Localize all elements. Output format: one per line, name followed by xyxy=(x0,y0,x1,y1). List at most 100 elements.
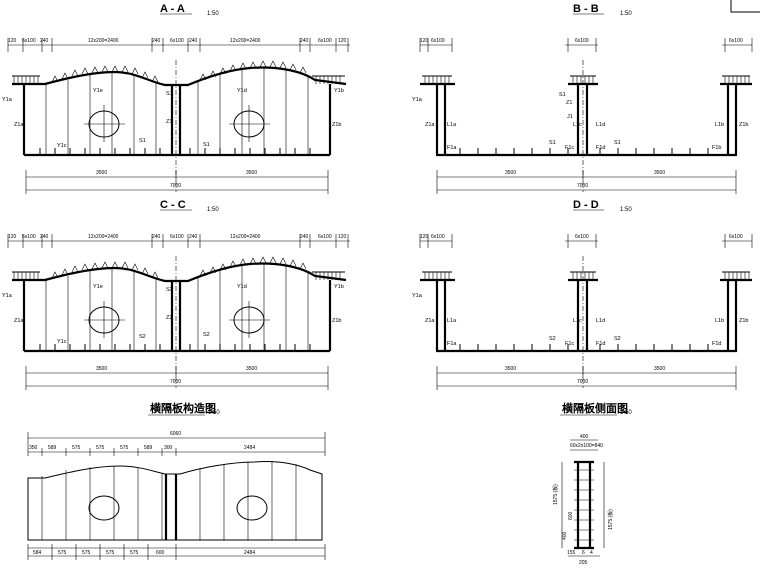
member-label: S2 xyxy=(549,336,556,342)
member-label: F1d xyxy=(596,145,605,151)
dim-text: 120 xyxy=(420,234,429,240)
member-label: S2 xyxy=(203,332,210,338)
dim-text: 589 xyxy=(48,445,57,451)
dim-text: 12x200=2400 xyxy=(88,38,119,44)
member-label: Y1d xyxy=(237,284,247,290)
member-label: L1d xyxy=(596,122,605,128)
dim-text: 6x100 xyxy=(170,38,184,44)
dim-text: 60x2x100=840 xyxy=(570,443,603,449)
member-label: Y1b xyxy=(334,284,344,290)
dim-text: 3500 xyxy=(505,170,516,176)
dim-text: 6x100 xyxy=(729,234,743,240)
dim-text: 12x200=2400 xyxy=(88,234,119,240)
dim-text: 584 xyxy=(33,550,42,556)
section-a-a: A - A 1:50 120 6x100 240 12x200=2400 240… xyxy=(2,3,350,194)
dim-text: 1575 (板) xyxy=(607,509,614,530)
dim-text: 120 xyxy=(8,38,17,44)
dim-text: 600 xyxy=(568,511,574,520)
scale-label: 1:50 xyxy=(207,207,219,213)
dim-text: 600 xyxy=(156,550,165,556)
member-label: S1 xyxy=(549,140,556,146)
dim-text: 3500 xyxy=(505,366,516,372)
dim-text: 240 xyxy=(40,234,49,240)
dim-text: 2484 xyxy=(244,445,255,451)
member-label: Y1b xyxy=(334,88,344,94)
dim-text: 155 xyxy=(567,550,576,556)
dim-text: 6x100 xyxy=(170,234,184,240)
dim-text: 6 xyxy=(582,550,585,556)
dim-text: 6x100 xyxy=(318,234,332,240)
dim-text: 300 xyxy=(164,445,173,451)
member-label: L1a xyxy=(447,122,457,128)
scale-label: 1:50 xyxy=(208,410,220,416)
member-label: Z1a xyxy=(425,318,435,324)
dim-text: 205 xyxy=(579,560,588,566)
member-label: Z1b xyxy=(739,122,748,128)
section-title: D - D xyxy=(573,199,599,211)
dim-text: 3500 xyxy=(246,170,257,176)
member-label: L1b xyxy=(715,122,724,128)
dim-text: 120 xyxy=(8,234,17,240)
member-label: Y1d xyxy=(237,88,247,94)
member-label: S2 xyxy=(614,336,621,342)
member-label: F1a xyxy=(447,145,457,151)
dim-text: 6060 xyxy=(170,431,181,437)
member-label: S1 xyxy=(614,140,621,146)
member-label: Z1a xyxy=(425,122,435,128)
dim-text: 3500 xyxy=(654,366,665,372)
dim-text: 6x100 xyxy=(575,38,589,44)
diaphragm-plate-construction: 横隔板构造图 1:50 6060 350 589 575 575 575 589… xyxy=(27,401,326,560)
member-label: S1 xyxy=(139,138,146,144)
dim-text: 240 xyxy=(189,38,198,44)
dim-text: 575 xyxy=(106,550,115,556)
member-label: L1b xyxy=(715,318,724,324)
scale-label: 1:50 xyxy=(620,207,632,213)
scale-label: 1:50 xyxy=(207,11,219,17)
dim-text: 120 xyxy=(338,38,347,44)
diaphragm-side-view: 横隔板侧面图 1:50 400 60x2x100=840 1575 (板) 15… xyxy=(552,401,632,566)
member-label: Y1a xyxy=(2,97,13,103)
member-label: L1d xyxy=(596,318,605,324)
dim-text: 575 xyxy=(130,550,139,556)
dim-text: 6x100 xyxy=(729,38,743,44)
dim-text: 3500 xyxy=(96,366,107,372)
member-label: Y1c xyxy=(57,339,67,345)
dim-text: 12x200=2400 xyxy=(230,38,261,44)
member-label: S2 xyxy=(166,287,173,293)
member-label: L1c xyxy=(573,318,582,324)
section-d-d: D - D 1:50 120 6x100 6x100 6x100 xyxy=(412,199,753,390)
dim-text: 575 xyxy=(96,445,105,451)
member-label: Z1 xyxy=(166,119,172,125)
section-title: B - B xyxy=(573,3,599,15)
dim-text: 1575 (板) xyxy=(552,484,559,505)
dim-text: 575 xyxy=(58,550,67,556)
dim-text: 240 xyxy=(300,234,309,240)
member-label: S1 xyxy=(203,142,210,148)
member-label: Z1a xyxy=(14,122,24,128)
dim-text: 2484 xyxy=(244,550,255,556)
section-title: A - A xyxy=(160,3,185,15)
member-label: J1 xyxy=(567,114,573,120)
dim-text: 6x100 xyxy=(22,38,36,44)
dim-text: 7000 xyxy=(577,379,588,385)
member-label: Z1b xyxy=(332,318,341,324)
member-label: Y1e xyxy=(93,284,103,290)
member-label: L1c xyxy=(573,122,582,128)
scale-label: 1:50 xyxy=(620,410,632,416)
dim-text: 3500 xyxy=(96,170,107,176)
member-label: L1a xyxy=(447,318,457,324)
dim-text: 575 xyxy=(120,445,129,451)
dim-text: 400 xyxy=(562,531,568,540)
dim-text: 6x100 xyxy=(318,38,332,44)
dim-text: 400 xyxy=(580,434,589,440)
section-title: C - C xyxy=(160,199,186,211)
member-label: Y1a xyxy=(412,293,423,299)
scale-label: 1:50 xyxy=(620,11,632,17)
plate-title: 横隔板构造图 xyxy=(150,401,216,415)
member-label: S2 xyxy=(139,334,146,340)
member-label: F1d xyxy=(712,341,721,347)
member-label: F1c xyxy=(565,145,574,151)
dim-text: 12x200=2400 xyxy=(230,234,261,240)
member-label: S1 xyxy=(166,91,173,97)
